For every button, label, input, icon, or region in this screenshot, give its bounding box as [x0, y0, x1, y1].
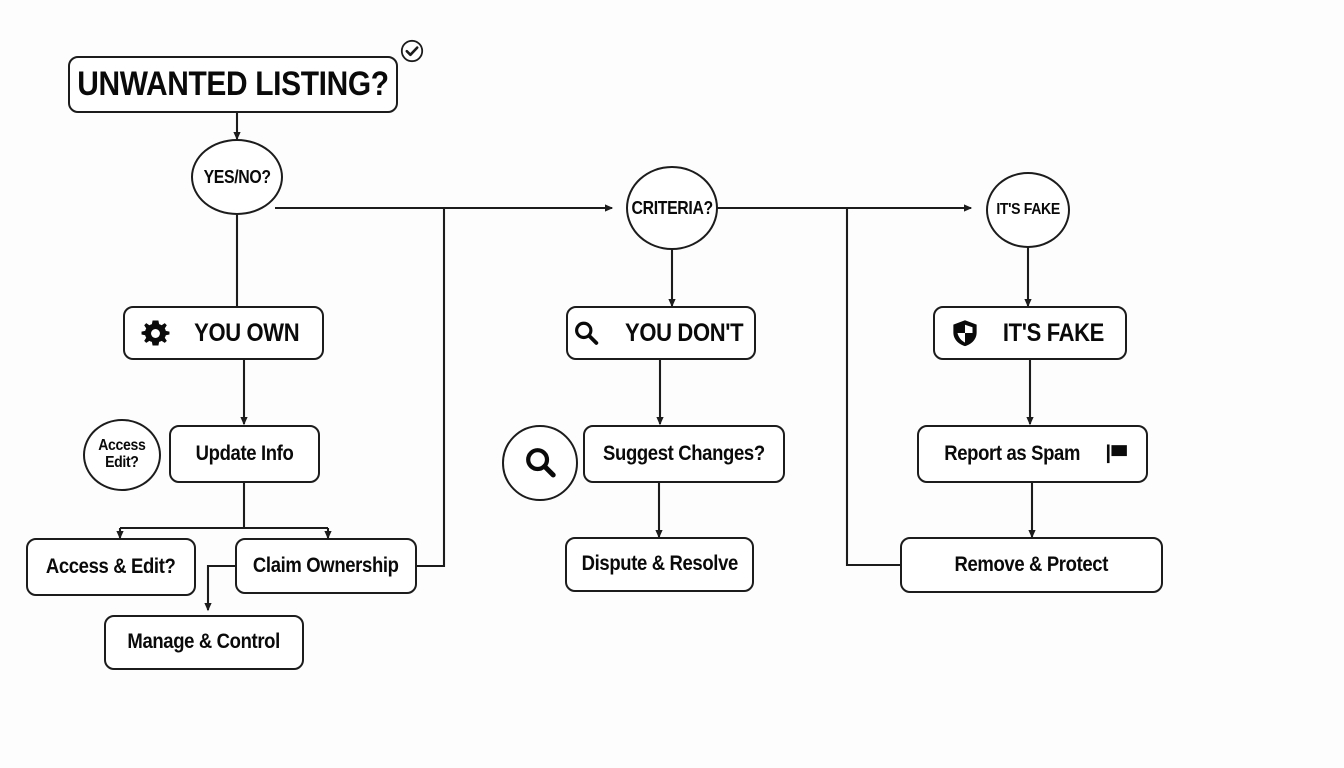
node-update-info[interactable]: Update Info — [169, 425, 320, 483]
edge-claim-to-manage — [204, 564, 235, 612]
access-edit-line2: Edit? — [105, 454, 139, 471]
node-its-fake-decision[interactable]: IT'S FAKE — [986, 172, 1070, 248]
gear-icon — [140, 318, 171, 349]
search-circle-icon — [502, 425, 578, 501]
node-update-info-label: Update Info — [195, 441, 294, 465]
node-criteria-label: CRITERIA? — [631, 197, 713, 218]
node-report-as-spam[interactable]: Report as Spam — [917, 425, 1148, 483]
shield-icon — [950, 318, 980, 348]
node-access-edit-box-label: Access & Edit? — [46, 554, 176, 578]
node-yes-no-decision[interactable]: YES/NO? — [191, 139, 283, 215]
search-icon — [571, 318, 601, 348]
node-access-edit-box[interactable]: Access & Edit? — [26, 538, 196, 596]
node-you-dont-label: YOU DON'T — [624, 318, 744, 347]
node-criteria-decision[interactable]: CRITERIA? — [626, 166, 718, 250]
node-remove-protect-label: Remove & Protect — [954, 552, 1109, 576]
node-you-dont[interactable]: YOU DON'T — [566, 306, 756, 360]
node-manage-control-label: Manage & Control — [127, 630, 281, 654]
check-circle-icon — [399, 38, 425, 64]
node-claim-ownership[interactable]: Claim Ownership — [235, 538, 417, 594]
node-claim-ownership-label: Claim Ownership — [253, 553, 399, 577]
node-dispute-resolve-label: Dispute & Resolve — [581, 552, 738, 576]
access-edit-line1: Access — [98, 437, 146, 455]
node-you-own[interactable]: YOU OWN — [123, 306, 324, 360]
node-suggest-changes[interactable]: Suggest Changes? — [583, 425, 785, 483]
node-title-label: UNWANTED LISTING? — [77, 64, 389, 103]
node-you-own-label: YOU OWN — [194, 318, 300, 347]
node-dispute-resolve[interactable]: Dispute & Resolve — [565, 537, 754, 592]
flag-icon — [1104, 441, 1130, 467]
node-suggest-changes-label: Suggest Changes? — [603, 441, 765, 465]
node-yes-no-label: YES/NO? — [203, 166, 271, 187]
node-its-fake-box-label: IT'S FAKE — [1002, 318, 1104, 347]
node-its-fake-box[interactable]: IT'S FAKE — [933, 306, 1127, 360]
node-its-fake-circle-label: IT'S FAKE — [996, 200, 1060, 218]
node-report-as-spam-label: Report as Spam — [944, 441, 1081, 465]
node-manage-control[interactable]: Manage & Control — [104, 615, 304, 670]
edge-rail-to-remove-protect — [845, 208, 900, 567]
edge-rail-to-claim-ownership — [417, 208, 446, 568]
node-remove-protect[interactable]: Remove & Protect — [900, 537, 1163, 593]
node-title-box[interactable]: UNWANTED LISTING? — [68, 56, 398, 113]
